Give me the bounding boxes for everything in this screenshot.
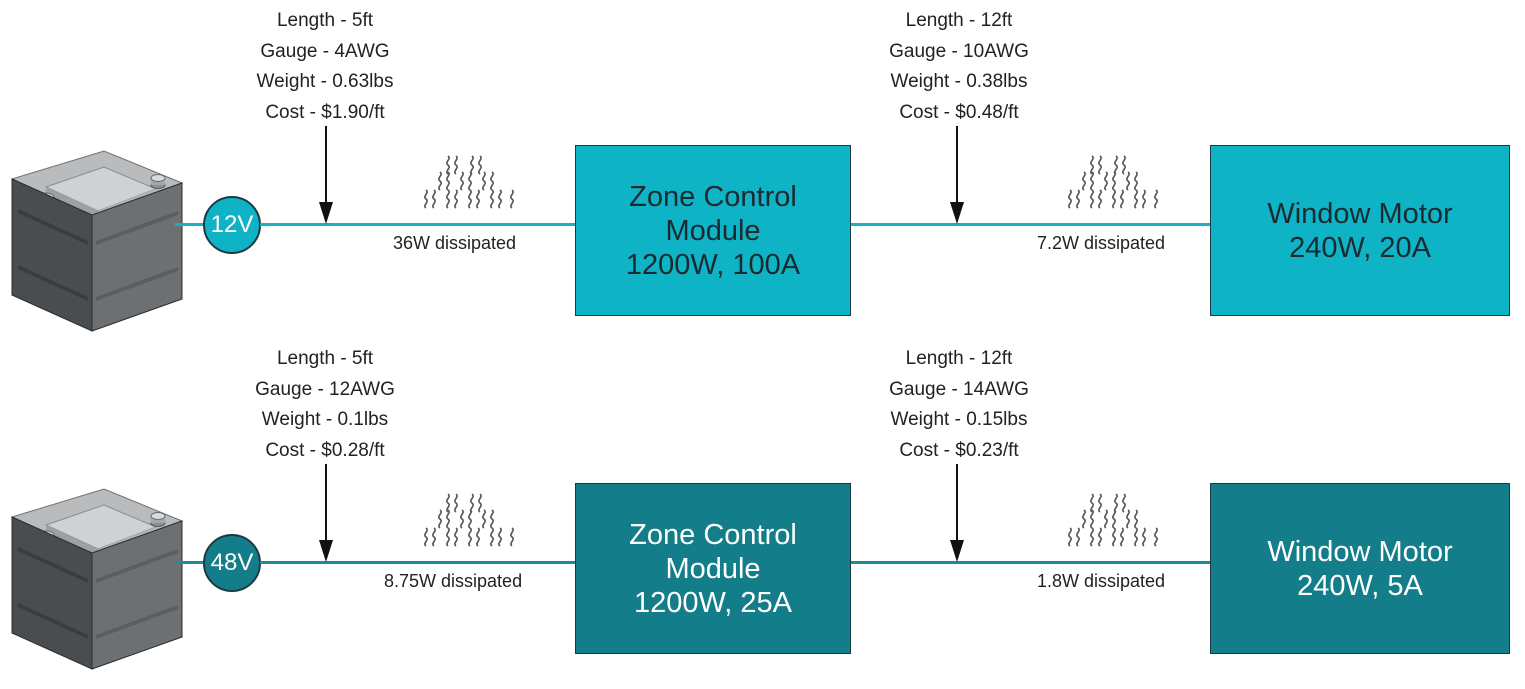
- wire1-length: Length - 5ft: [276, 348, 374, 369]
- wire2-weight: Weight - 0.15lbs: [890, 409, 1028, 430]
- wire2-dissipated: 7.2W dissipated: [1037, 233, 1166, 253]
- heat-icon: [1062, 490, 1162, 554]
- wire1-specs: Length - 5ft Gauge - 12AWG Weight - 0.1l…: [195, 344, 455, 466]
- voltage-badge: 48V: [203, 534, 261, 592]
- wire2-pointer-arrow-icon: [947, 464, 967, 564]
- motor-line1: Window Motor: [1267, 535, 1453, 568]
- zcm-line3: 1200W, 100A: [625, 248, 801, 281]
- zcm-line3: 1200W, 25A: [634, 586, 792, 619]
- wire1-weight: Weight - 0.63lbs: [256, 71, 394, 92]
- wire2-gauge: Gauge - 14AWG: [889, 378, 1029, 400]
- wire1-pointer-arrow-icon: [316, 464, 336, 564]
- motor-line2: 240W, 20A: [1289, 231, 1431, 264]
- motor-line2: 240W, 5A: [1297, 569, 1423, 602]
- wire2-length: Length - 12ft: [905, 348, 1013, 369]
- wire2-gauge: Gauge - 10AWG: [889, 40, 1029, 62]
- window-motor-box: Window Motor 240W, 20A: [1210, 145, 1510, 316]
- wire1-length: Length - 5ft: [276, 10, 374, 31]
- zone-control-module-box: Zone Control Module 1200W, 25A: [575, 483, 851, 654]
- wire1-weight: Weight - 0.1lbs: [261, 409, 389, 430]
- system-48v-row: 48V Length - 5ft Gauge - 12AWG Weight - …: [0, 338, 1525, 678]
- wire2-cost: Cost - $0.48/ft: [899, 101, 1019, 123]
- system-12v-row: 12V Length - 5ft Gauge - 4AWG Weight - 0…: [0, 0, 1525, 340]
- wire-battery-to-zcm: [260, 223, 576, 226]
- zone-control-module-box: Zone Control Module 1200W, 100A: [575, 145, 851, 316]
- voltage-badge: 12V: [203, 196, 261, 254]
- wire2-dissipated: 1.8W dissipated: [1037, 571, 1166, 591]
- wire1-gauge: Gauge - 12AWG: [255, 378, 395, 400]
- battery-wire: [175, 223, 205, 226]
- wire2-length: Length - 12ft: [905, 10, 1013, 31]
- wire1-cost: Cost - $1.90/ft: [265, 101, 385, 123]
- zcm-line2: Module: [665, 214, 761, 247]
- battery-icon: [6, 483, 184, 673]
- wire-battery-to-zcm: [260, 561, 576, 564]
- battery-wire: [175, 561, 205, 564]
- wire-zcm-to-motor: [850, 561, 1211, 564]
- wire2-pointer-arrow-icon: [947, 126, 967, 226]
- wire1-dissipated: 36W dissipated: [393, 233, 517, 253]
- wire1-cost: Cost - $0.28/ft: [265, 439, 385, 461]
- zcm-line1: Zone Control: [629, 518, 797, 551]
- heat-icon: [418, 152, 518, 216]
- wire1-dissipated: 8.75W dissipated: [384, 571, 523, 591]
- wire1-gauge: Gauge - 4AWG: [260, 40, 390, 62]
- wire2-cost: Cost - $0.23/ft: [899, 439, 1019, 461]
- wire-zcm-to-motor: [850, 223, 1211, 226]
- wire2-specs: Length - 12ft Gauge - 14AWG Weight - 0.1…: [829, 344, 1089, 466]
- zcm-line2: Module: [665, 552, 761, 585]
- wire1-pointer-arrow-icon: [316, 126, 336, 226]
- wire2-specs: Length - 12ft Gauge - 10AWG Weight - 0.3…: [829, 6, 1089, 128]
- wire1-specs: Length - 5ft Gauge - 4AWG Weight - 0.63l…: [195, 6, 455, 128]
- motor-line1: Window Motor: [1267, 197, 1453, 230]
- wire2-weight: Weight - 0.38lbs: [890, 71, 1028, 92]
- heat-icon: [1062, 152, 1162, 216]
- battery-icon: [6, 145, 184, 335]
- window-motor-box: Window Motor 240W, 5A: [1210, 483, 1510, 654]
- zcm-line1: Zone Control: [629, 180, 797, 213]
- heat-icon: [418, 490, 518, 554]
